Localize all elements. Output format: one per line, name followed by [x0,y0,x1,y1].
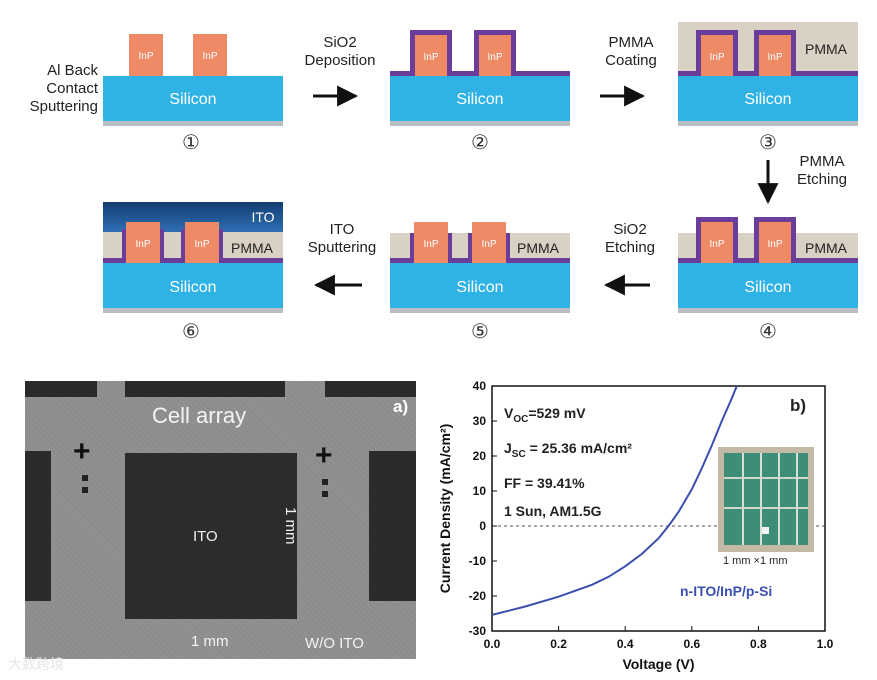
svg-text:InP: InP [423,52,438,63]
base-layer [103,121,283,126]
step-number: ⑤ [471,321,489,343]
stat-ff: FF = 39.41% [504,474,585,491]
svg-text:PMMA: PMMA [805,240,848,256]
y-tick-label: -30 [469,624,487,638]
step-number: ③ [759,132,777,154]
svg-text:Silicon: Silicon [169,279,216,296]
stat-jsc: JSC = 25.36 mA/cm² [504,439,632,460]
sem-image: + + Cell array ITO 1 mm 1 mm W/O ITO a) [25,381,416,659]
y-tick-label: -10 [469,554,487,568]
svg-text:Silicon: Silicon [744,91,791,108]
inp-label: InP [138,51,153,62]
inp-label: InP [202,51,217,62]
svg-text:PMMA: PMMA [805,41,848,57]
inset-photo [718,447,814,552]
x-tick-label: 0.2 [550,637,567,651]
step-6-structure: Silicon InP InP PMMA ITO [103,202,283,313]
svg-text:Silicon: Silicon [456,91,503,108]
step-number: ② [471,132,489,154]
inp-pillar [129,34,163,76]
svg-text:PMMA: PMMA [517,240,560,256]
cross-mark-icon: + [315,439,333,472]
svg-text:InP: InP [767,52,782,63]
y-tick-label: 30 [473,414,487,428]
svg-text:InP: InP [194,239,209,250]
x-tick-label: 0.8 [750,637,767,651]
x-tick-label: 0.0 [484,637,501,651]
step-number: ⑥ [182,321,200,343]
svg-text:InP: InP [767,239,782,250]
jv-chart: 0.0 0.2 0.4 0.6 0.8 1.0 -30 -20 -10 0 10 20 30 40Volt… [437,379,834,672]
step-1-structure: Silicon InP InP [103,34,283,126]
ito-label: ITO [193,528,218,545]
x-tick-label: 1.0 [817,637,834,651]
sem-title: Cell array [152,403,247,428]
y-axis-label: Current Density (mA/cm²) [437,424,453,594]
step-number: ④ [759,321,777,343]
inp-pillar [193,34,227,76]
svg-text:InP: InP [709,239,724,250]
silicon-substrate [103,76,283,121]
y-tick-label: 0 [479,519,486,533]
svg-text:ITO: ITO [251,209,274,225]
y-tick-label: 40 [473,379,487,393]
cross-mark-icon: + [73,435,91,468]
y-tick-label: 20 [473,449,487,463]
step-5-structure: Silicon InP InP PMMA [390,222,570,313]
step-label: SiO2 Etching [604,221,656,256]
panel-label-a: a) [393,397,409,416]
start-label: Al Back Contact Sputtering [29,62,98,115]
step-label: PMMA Coating [605,34,657,69]
plot-frame [491,385,826,632]
svg-text:Silicon: Silicon [456,279,503,296]
svg-text:InP: InP [709,52,724,63]
stat-illumination: 1 Sun, AM1.5G [504,502,602,519]
scale-vertical: 1 mm [282,507,299,545]
svg-text:InP: InP [487,52,502,63]
step-3-structure: Silicon InP InP PMMA [678,22,858,126]
step-2-structure: Silicon InP InP [390,30,570,126]
x-tick-label: 0.4 [617,637,634,651]
series-line [491,385,738,616]
step-label: ITO Sputtering [307,221,377,256]
stat-voc: VOC=529 mV [504,405,586,425]
legend-label: n-ITO/InP/p-Si [680,583,773,599]
y-tick-label: -20 [469,589,487,603]
panel-label-b: b) [790,396,807,415]
scale-bottom: 1 mm [191,633,229,650]
wo-ito-label: W/O ITO [305,635,364,652]
svg-text:InP: InP [423,239,438,250]
svg-text:InP: InP [135,239,150,250]
step-label: SiO2 Deposition [304,34,376,69]
ito-square [125,453,297,619]
x-axis-label: Voltage (V) [622,656,694,672]
svg-text:Silicon: Silicon [744,279,791,296]
x-tick-label: 0.6 [683,637,700,651]
step-4-structure: Silicon InP InP PMMA [678,217,858,313]
step-label: PMMA Etching [796,153,848,188]
svg-text:PMMA: PMMA [231,240,274,256]
y-tick-label: 10 [473,484,487,498]
inset-caption: 1 mm ×1 mm [723,555,788,567]
silicon-label: Silicon [169,91,216,108]
stats-block: VOC=529 mV JSC = 25.36 mA/cm² FF = 39.41… [504,399,632,525]
process-flow-diagram: Silicon InP InP Silicon InP InP Silicon … [103,22,858,343]
svg-text:InP: InP [481,239,496,250]
step-number: ① [182,132,200,154]
watermark: 大数跨境 [8,656,64,672]
